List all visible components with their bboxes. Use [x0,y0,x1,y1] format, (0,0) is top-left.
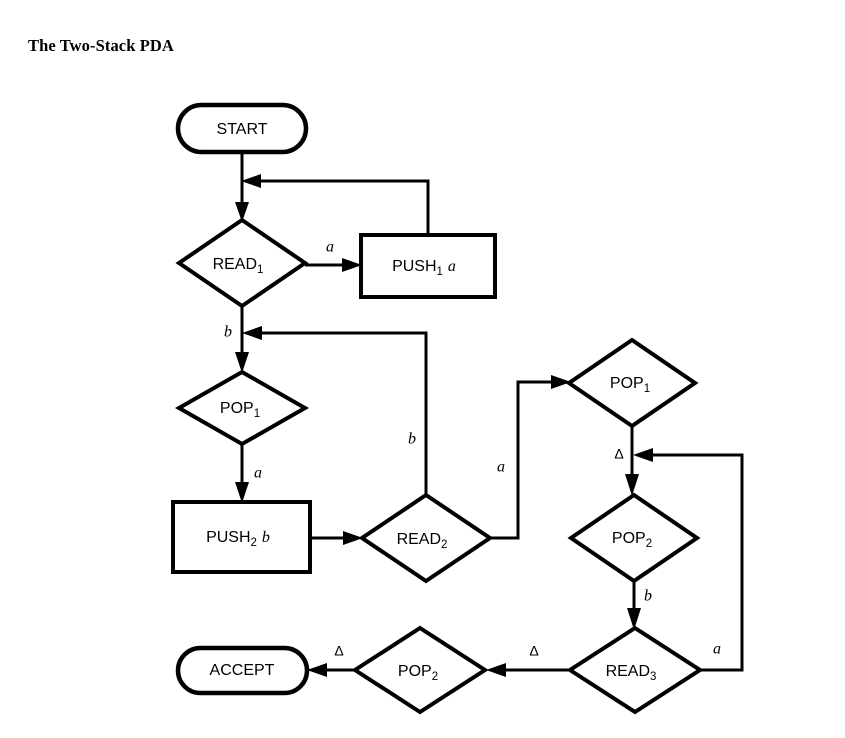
edge-label-delta-read3-pop2: Δ [529,643,538,659]
edge-read2-pop1b: a [490,375,571,540]
node-pop2-right-label: POP2 [612,530,652,550]
edge-label-a-read3-loop: a [713,641,721,658]
node-accept[interactable]: ACCEPT [175,645,310,696]
edge-label-a-read2-pop1: a [497,459,505,476]
edge-pop1b-pop2a: Δ [614,426,639,496]
edge-push2b-read2 [310,531,363,545]
node-read2-label: READ2 [397,531,448,551]
node-read1[interactable]: READ1 [175,217,309,309]
page-title: The Two-Stack PDA [28,36,174,55]
node-pop1-left-label: POP1 [220,400,260,420]
node-pop1-right[interactable]: POP1 [565,337,699,429]
edge-read1-push1a: a [305,239,362,272]
node-read2[interactable]: READ2 [358,492,494,584]
edge-pop1a-push2b: a [235,444,262,503]
node-pop2-bottom[interactable]: POP2 [351,625,489,715]
edge-label-b-read1-pop1: b [224,324,232,341]
edge-label-b-pop2-read3: b [644,588,652,605]
edge-label-delta-pop2-accept: Δ [334,643,343,659]
node-accept-label: ACCEPT [210,662,275,679]
edge-read3-pop2b: Δ [486,643,570,677]
edge-label-a-read1-push1: a [326,239,334,256]
edge-pop2b-accept: Δ [307,643,355,677]
edge-push1a-read1 [241,174,430,235]
node-pop2-bottom-label: POP2 [398,663,438,683]
node-read3-label: READ3 [606,663,657,683]
edge-read3-pop1b-loop: a [633,448,744,672]
node-pop1-right-label: POP1 [610,375,650,395]
edge-pop2a-read3: b [627,581,652,630]
node-pop2-right[interactable]: POP2 [567,492,701,584]
edge-label-delta-pop1-pop2: Δ [614,446,623,462]
node-read3[interactable]: READ3 [566,625,704,715]
edge-read1-pop1a: b [224,306,249,373]
edge-read2-read1-loop: b [242,326,428,495]
edge-label-b-read2-loop: b [408,431,416,448]
node-start-label: START [217,121,268,138]
node-start[interactable]: START [175,102,309,155]
node-read1-label: READ1 [213,256,264,276]
edge-label-a-pop1-push2: a [254,465,262,482]
edge-start-read1 [235,152,249,222]
node-pop1-left[interactable]: POP1 [174,369,310,447]
